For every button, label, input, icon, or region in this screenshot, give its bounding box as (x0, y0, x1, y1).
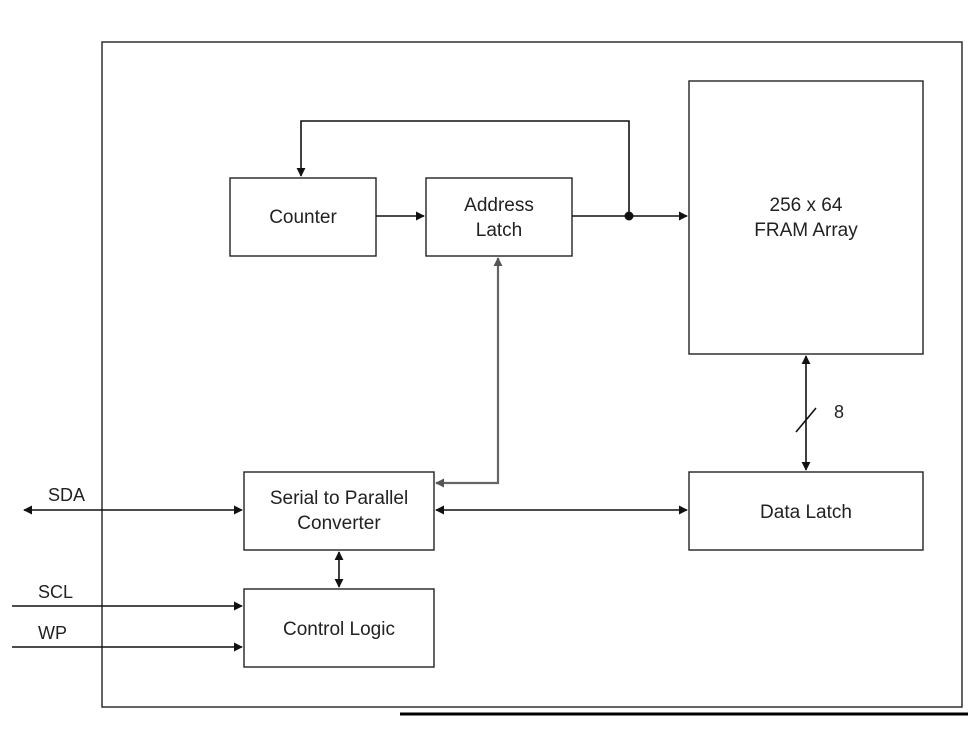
converter-address-bus-arrow (435, 257, 503, 488)
chip-boundary (101, 41, 963, 708)
address-latch-label-line1: Address (464, 195, 534, 216)
wp-label: WP (38, 623, 67, 643)
serial-converter-label-line1: Serial to Parallel (270, 488, 408, 509)
fram-array-block: 256 x 64 FRAM Array (688, 80, 924, 355)
counter-block: Counter (229, 177, 377, 257)
control-logic-label: Control Logic (283, 619, 395, 640)
control-logic-block: Control Logic (243, 588, 435, 668)
data-latch-block: Data Latch (688, 471, 924, 551)
serial-converter-block: Serial to Parallel Converter (243, 471, 435, 551)
feedback-to-counter-arrow (296, 120, 630, 216)
fram-array-label-line2: FRAM Array (754, 220, 858, 241)
fram-array-label-line1: 256 x 64 (770, 195, 843, 216)
address-latch-block: Address Latch (425, 177, 573, 257)
data-latch-label: Data Latch (760, 502, 852, 523)
counter-label: Counter (269, 207, 337, 228)
address-latch-label-line2: Latch (476, 220, 522, 241)
sda-label: SDA (48, 485, 85, 505)
bus-width-slash (795, 407, 817, 433)
bus-width-label: 8 (834, 402, 844, 422)
scl-label: SCL (38, 582, 73, 602)
serial-converter-label-line2: Converter (297, 513, 381, 534)
